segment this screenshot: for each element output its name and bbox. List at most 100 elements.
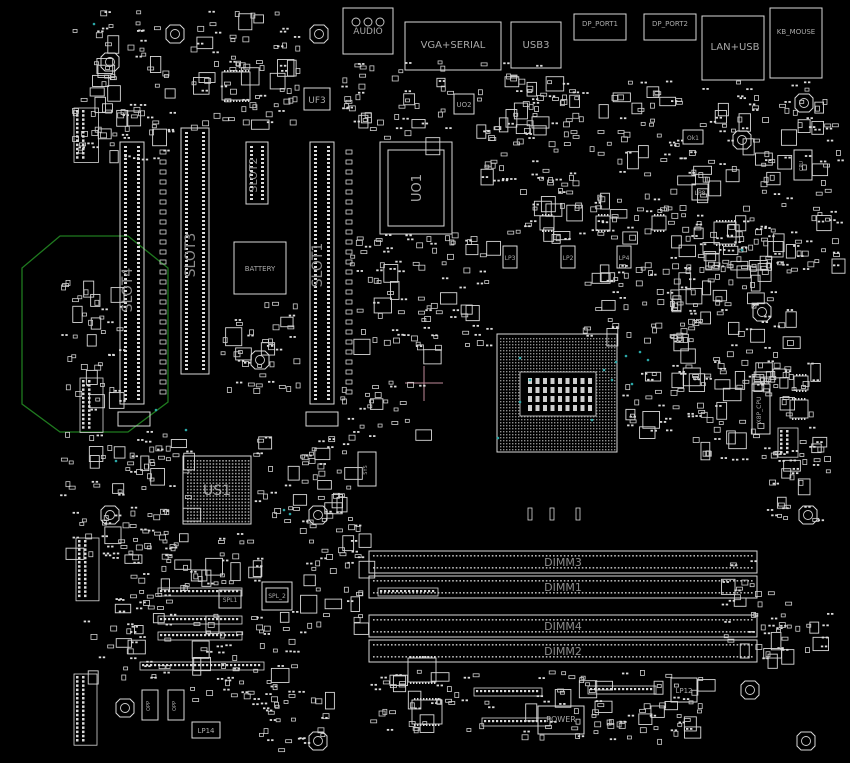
dimm-pin: [693, 555, 695, 557]
lga-pad: [563, 425, 565, 427]
ic-outline: [102, 103, 113, 113]
smd-pad: [104, 554, 108, 557]
slot-pin: [124, 286, 127, 288]
dimm-pin: [736, 567, 739, 569]
dimm-pin: [585, 631, 587, 633]
smd-pad: [169, 485, 172, 487]
smd-pad: [148, 665, 151, 668]
bga-ball: [241, 476, 243, 478]
lga-pad: [572, 341, 574, 343]
lga-pad: [560, 422, 562, 424]
ic-outline: [777, 154, 793, 170]
smd-part: [683, 337, 688, 343]
smd-part: [233, 351, 241, 358]
ic-outline: [722, 245, 739, 256]
lga-pad: [533, 437, 535, 439]
dimm-pin: [495, 555, 497, 557]
smd-part: [611, 94, 619, 101]
dimm-pin: [373, 656, 375, 658]
lga-pad: [506, 365, 508, 367]
smd-pad: [586, 334, 589, 337]
dimm-pin: [488, 644, 490, 646]
lga-pad: [512, 446, 514, 448]
dimm-pin: [736, 555, 739, 557]
bga-ball: [219, 476, 221, 478]
smd-part: [750, 428, 756, 435]
smd-part: [354, 63, 362, 68]
smd-pad: [283, 30, 287, 33]
lga-pad: [509, 407, 511, 409]
bga-ball: [190, 517, 192, 520]
smd-pad: [677, 696, 680, 699]
smd-pad: [212, 51, 215, 54]
smd-pad: [398, 270, 401, 273]
dimm-pin: [542, 631, 544, 633]
lga-pad: [605, 371, 607, 373]
lga-pad: [599, 350, 601, 352]
lga-pad: [542, 446, 544, 448]
dimm-pin: [747, 592, 749, 594]
lga-pad: [554, 443, 556, 445]
bga-ball: [190, 488, 192, 491]
smd-part: [466, 728, 472, 732]
ic-outline: [269, 72, 286, 90]
lga-pad: [605, 392, 607, 394]
lga-pad: [593, 437, 595, 439]
cpu-cap: [535, 396, 540, 402]
bga-ball: [203, 511, 205, 513]
smd-part: [100, 132, 107, 139]
smd-pad: [268, 380, 271, 383]
dimm-pin: [383, 555, 386, 557]
lga-pad: [602, 413, 604, 415]
smd-pad: [644, 81, 647, 84]
smd-part: [163, 530, 169, 535]
smd-pad: [237, 359, 241, 362]
smd-pad: [780, 261, 783, 264]
lga-pad: [569, 446, 571, 448]
lga-pad: [530, 350, 532, 352]
lga-pad: [587, 434, 589, 436]
dimm-pin: [387, 580, 389, 582]
dimm-pin: [711, 592, 713, 594]
dimm-pin: [617, 656, 620, 658]
dimm-pin: [610, 580, 613, 582]
dimm-pin: [650, 555, 652, 557]
lga-pad: [503, 374, 505, 376]
smd-pad: [764, 225, 767, 228]
slot-pin: [202, 352, 205, 354]
lga-pad: [509, 368, 511, 370]
smd-part: [197, 25, 205, 32]
smd-part: [669, 301, 675, 307]
lga-pad: [566, 362, 568, 364]
dimm-pin: [509, 592, 512, 594]
dimm-pin: [571, 592, 573, 594]
lga-pad: [506, 398, 508, 400]
dimm-pin: [488, 555, 490, 557]
smd-pad: [353, 120, 357, 123]
lga-pad: [581, 365, 583, 367]
dimm-pin: [571, 555, 573, 557]
lga-pad: [527, 338, 529, 340]
smd-pad: [812, 379, 815, 382]
lga-pad: [503, 395, 505, 397]
lga-pad: [548, 356, 550, 358]
lga-pad: [599, 413, 601, 415]
smd-part: [249, 102, 257, 109]
lga-pad: [500, 437, 502, 439]
lga-pad: [578, 440, 580, 442]
lga-pad: [575, 446, 577, 448]
smd-pad: [541, 177, 544, 179]
dimm-pin: [506, 619, 508, 621]
dimm-pin: [650, 580, 652, 582]
smd-part: [795, 239, 802, 244]
ic-outline: [430, 672, 450, 682]
smd-part: [307, 622, 313, 629]
smd-part: [370, 719, 378, 724]
dimm-pin: [405, 631, 407, 633]
cpu-cap: [550, 405, 555, 411]
lga-pad: [566, 368, 568, 370]
bga-ball: [206, 498, 208, 500]
smd-part: [663, 205, 669, 212]
dimm-pin: [671, 631, 674, 633]
smd-part: [627, 80, 633, 85]
